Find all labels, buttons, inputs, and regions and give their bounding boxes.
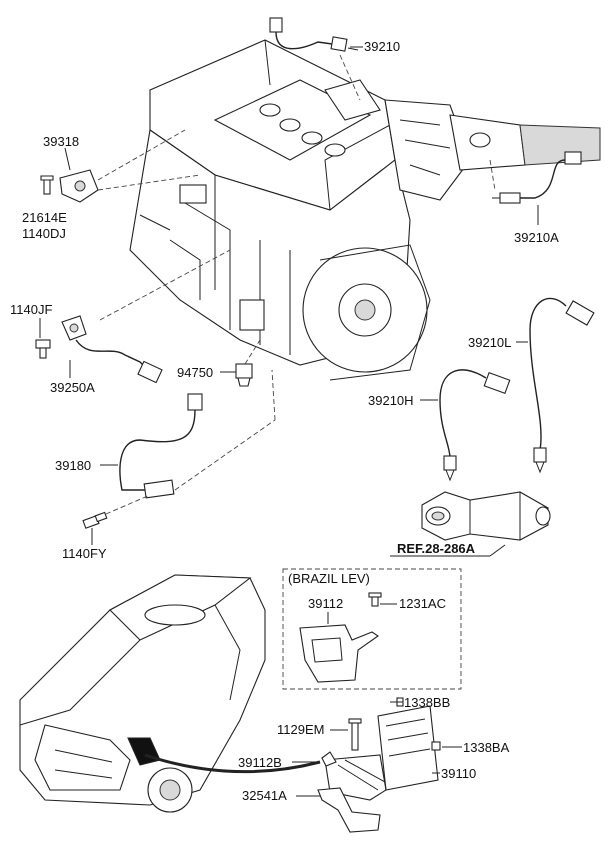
label-ref: REF.28-286A [397, 541, 476, 556]
label-39110: 39110 [441, 766, 476, 781]
knock-sensor-39250A [61, 315, 163, 384]
label-39210A: 39210A [514, 230, 559, 245]
engine-block [129, 39, 601, 381]
label-1140JF: 1140JF [10, 302, 52, 317]
o2-sensor-39210L [529, 297, 595, 474]
bolt-1140FY [82, 511, 108, 529]
label-39180: 39180 [55, 458, 91, 473]
o2-sensor-39210H [439, 369, 511, 482]
label-21614E: 21614E [22, 210, 67, 225]
label-39112B: 39112B [238, 755, 282, 770]
catalytic-converter [421, 491, 551, 541]
label-39210H: 39210H [368, 393, 414, 408]
sensor-94750 [235, 363, 253, 387]
label-1338BB: 1338BB [404, 695, 450, 710]
bolt-1140JF [35, 339, 51, 359]
label-39112: 39112 [308, 596, 343, 611]
label-39250A: 39250A [50, 380, 95, 395]
label-39210L: 39210L [468, 335, 511, 350]
label-1231AC: 1231AC [399, 596, 446, 611]
bracket-32541A [317, 787, 381, 833]
label-brazil-lev: (BRAZIL LEV) [288, 571, 370, 586]
o2-sensor-39210 [269, 17, 359, 52]
ecu-bracket-brazil [299, 592, 382, 683]
label-94750: 94750 [177, 365, 213, 380]
label-1338BA: 1338BA [463, 740, 510, 755]
label-39210: 39210 [364, 39, 400, 54]
label-32541A: 32541A [242, 788, 287, 803]
sensor-39318 [40, 169, 99, 203]
o2-sensor-39210A [492, 151, 582, 204]
car-silhouette [19, 574, 266, 813]
brazil-lev-box [282, 568, 462, 690]
label-1140FY: 1140FY [62, 546, 107, 561]
ecu-39110 [377, 697, 441, 791]
label-39318: 39318 [43, 134, 79, 149]
sensor-39180 [119, 393, 203, 499]
label-1140DJ: 1140DJ [22, 226, 66, 241]
label-1129EM: 1129EM [277, 722, 324, 737]
ecu-bracket-39112B [321, 718, 387, 801]
